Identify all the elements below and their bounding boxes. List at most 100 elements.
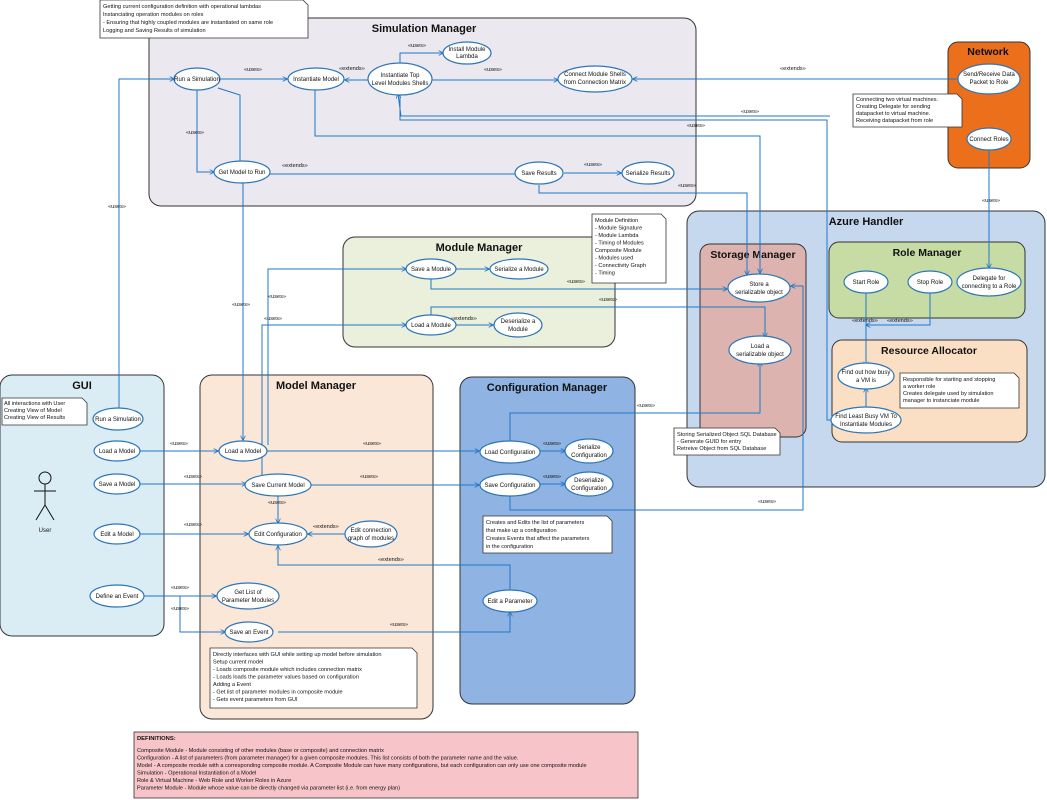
usecase-serialize-results[interactable]: Serialize Results xyxy=(621,161,675,185)
connector-stop-busy xyxy=(866,293,931,325)
note-model-line-6: - Get list of parameter modules in compo… xyxy=(213,690,343,696)
label-uses-27: «uses» xyxy=(171,606,189,612)
usecase-store-serializable-line-1: Store a xyxy=(749,282,769,288)
definition-line-6: Parameter Module - Module whose value ca… xyxy=(137,786,400,792)
label-uses-11: «uses» xyxy=(232,302,250,308)
label-uses-15: «uses» xyxy=(599,297,617,303)
note-configuration-line-4: in the configuration xyxy=(486,544,533,550)
usecase-stop-role[interactable]: Stop Role xyxy=(907,270,953,294)
label-uses-6: «uses» xyxy=(741,109,759,115)
usecase-edit-a-model-gui[interactable]: Edit a Model xyxy=(93,523,141,545)
usecase-load-a-model-gui[interactable]: Load a Model xyxy=(93,440,141,462)
usecase-get-list-of-parameter-modules[interactable]: Get List of Parameter Modules xyxy=(216,582,280,610)
usecase-connect-roles[interactable]: Connect Roles xyxy=(966,127,1012,151)
usecase-deserialize-configuration[interactable]: Deserialize Configuration xyxy=(564,471,614,497)
note-configuration-line-2: that make up a configuration xyxy=(486,528,557,534)
note-gui-line-2: Creating View of Model xyxy=(4,408,62,414)
usecase-serialize-a-module[interactable]: Serialize a Module xyxy=(489,258,549,280)
usecase-edit-connection-graph-line-2: graph of modules xyxy=(348,536,394,542)
label-extends-7: «extends» xyxy=(313,524,339,530)
usecase-get-list-line-1: Get List of xyxy=(234,590,262,596)
usecase-instantiate-top-level[interactable]: Instantiate Top Level Modules Shells xyxy=(367,62,433,96)
usecase-save-an-event-label: Save an Event xyxy=(229,630,268,636)
usecase-run-a-simulation-sim[interactable]: Run a Simulation xyxy=(173,67,221,91)
usecase-save-an-event[interactable]: Save an Event xyxy=(224,621,274,643)
note-model-line-1: Directly interfaces with GUI while setti… xyxy=(213,652,382,658)
azure-handler-title: Azure Handler xyxy=(829,216,904,228)
note-module-line-6: - Modules used xyxy=(595,256,633,262)
usecase-run-a-simulation-gui[interactable]: Run a Simulation xyxy=(92,407,144,431)
usecase-find-least-busy-line-2: Instantiate Modules xyxy=(840,422,892,428)
usecase-load-configuration[interactable]: Load Configuration xyxy=(479,440,541,464)
note-gui-line-3: Creating View of Results xyxy=(4,415,65,421)
resource-allocator-title: Resource Allocator xyxy=(881,345,977,357)
usecase-find-out-how-busy[interactable]: Find out how busy a VM is xyxy=(837,362,895,390)
usecase-save-current-model[interactable]: Save Current Model xyxy=(244,473,312,497)
actor-left-leg xyxy=(35,504,46,521)
usecase-serialize-a-module-label: Serialize a Module xyxy=(494,267,544,273)
usecase-save-a-module[interactable]: Save a Module xyxy=(405,258,457,280)
usecase-start-role[interactable]: Start Role xyxy=(843,270,889,294)
label-extends-8: «extends» xyxy=(378,557,404,563)
usecase-instantiate-model[interactable]: Instantiate Model xyxy=(287,67,345,91)
usecase-deserialize-a-module-line-2: Module xyxy=(508,327,528,333)
usecase-edit-a-model-gui-label: Edit a Model xyxy=(100,532,133,538)
label-uses-24: «uses» xyxy=(758,499,776,505)
usecase-deserialize-configuration-line-2: Configuration xyxy=(571,486,607,492)
note-network: Connecting two virtual machines. Creatin… xyxy=(852,93,963,128)
usecase-serialize-configuration-line-2: Configuration xyxy=(571,453,607,459)
note-module-line-8: - Timing xyxy=(595,271,615,277)
usecase-serialize-configuration-line-1: Serialize xyxy=(577,445,601,451)
connector-config-store xyxy=(509,286,804,511)
usecase-edit-connection-graph[interactable]: Edit connection graph of modules xyxy=(344,520,398,548)
usecase-load-a-model[interactable]: Load a Model xyxy=(218,440,268,462)
usecase-connect-module-shells[interactable]: Connect Module Shells from Connection Ma… xyxy=(557,65,633,93)
connector-gui-save-event xyxy=(179,596,225,632)
usecase-load-a-module-label: Load a Module xyxy=(411,323,451,329)
usecase-edit-configuration[interactable]: Edit Configuration xyxy=(248,522,308,546)
usecase-connect-module-shells-line-2: from Connection Matrix xyxy=(564,80,626,86)
usecase-find-least-busy[interactable]: Find Least Busy VM To Instantiate Module… xyxy=(830,406,902,434)
usecase-get-model-to-run[interactable]: Get Model to Run xyxy=(213,160,271,184)
usecase-send-receive-data[interactable]: Send/Receive Data Packet to Role xyxy=(957,63,1021,95)
usecase-store-serializable[interactable]: Store a serializable object xyxy=(727,273,791,303)
definition-line-1: Composite Module - Module consisting of … xyxy=(137,748,384,754)
connector-event-param xyxy=(278,612,510,633)
label-uses-18: «uses» xyxy=(363,441,381,447)
usecase-load-a-module[interactable]: Load a Module xyxy=(405,314,457,336)
actor-label: User xyxy=(39,528,52,534)
note-simulation-line-2: Instanciating operation modules on roles xyxy=(103,12,204,18)
note-model-line-3: - Loads composite module which includes … xyxy=(213,667,362,673)
connector-param-edit xyxy=(278,546,511,590)
usecase-save-configuration[interactable]: Save Configuration xyxy=(479,473,541,497)
label-uses-20: «uses» xyxy=(184,474,202,480)
usecase-store-serializable-line-2: serializable object xyxy=(735,290,783,296)
usecase-run-a-simulation-gui-label: Run a Simulation xyxy=(95,417,141,423)
note-network-line-1: Connecting two virtual machines. xyxy=(856,97,939,103)
connector-module-load xyxy=(430,306,765,337)
usecase-save-a-model-gui[interactable]: Save a Model xyxy=(93,473,141,495)
usecase-load-a-model-label: Load a Model xyxy=(225,449,261,455)
usecase-edit-a-parameter[interactable]: Edit a Parameter xyxy=(482,589,538,613)
usecase-connect-roles-label: Connect Roles xyxy=(969,137,1008,143)
note-storage-line-2: - Generate GUID for entry xyxy=(677,439,742,445)
definition-line-4: Simulation - Operational Instantiation o… xyxy=(137,771,256,777)
usecase-edit-connection-graph-line-1: Edit connection xyxy=(350,528,391,534)
usecase-deserialize-a-module[interactable]: Deserialize a Module xyxy=(493,312,543,338)
note-storage-line-1: Storing Serialized Object SQL Database xyxy=(677,432,777,438)
usecase-delegate-for-connecting[interactable]: Delegate for connecting to a Role xyxy=(956,267,1022,297)
usecase-get-list-line-2: Parameter Modules xyxy=(222,598,274,604)
module-manager-title: Module Manager xyxy=(436,242,524,254)
note-gui: All interactions with User Creating View… xyxy=(1,397,88,426)
usecase-define-an-event[interactable]: Define an Event xyxy=(89,584,145,608)
usecase-load-serializable[interactable]: Load a serializable object xyxy=(728,335,792,365)
note-network-line-3: datapacket to virtual machine. xyxy=(856,111,931,117)
package-simulation-manager: Simulation Manager xyxy=(148,17,697,207)
usecase-instantiate-top-level-line-2: Level Modules Shells xyxy=(372,81,429,87)
usecase-install-module-lambda[interactable]: Install Module Lambda xyxy=(442,41,492,65)
network-title: Network xyxy=(967,46,1009,58)
note-configuration-line-3: Creates Events that affect the parameter… xyxy=(486,536,590,542)
usecase-serialize-configuration[interactable]: Serialize Configuration xyxy=(564,438,614,464)
usecase-save-results[interactable]: Save Results xyxy=(514,161,564,185)
usecase-delegate-for-connecting-line-1: Delegate for xyxy=(973,276,1006,282)
